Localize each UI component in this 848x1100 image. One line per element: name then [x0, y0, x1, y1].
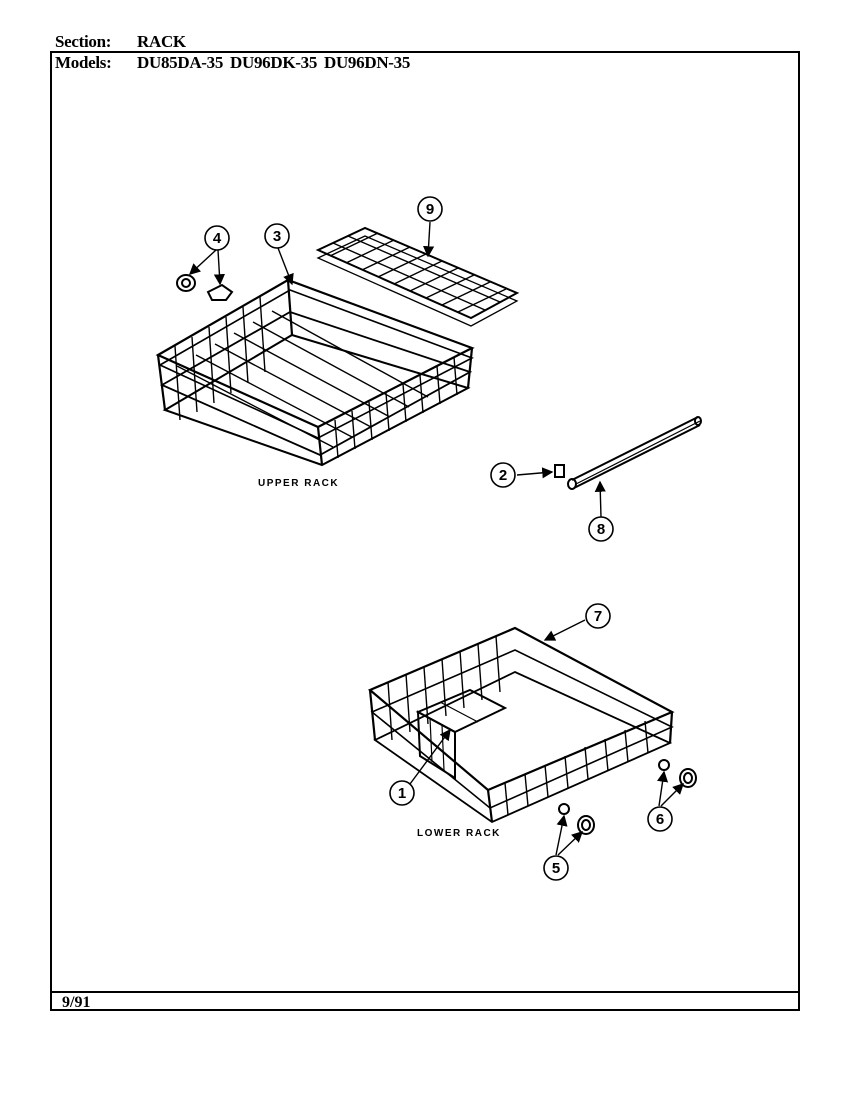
callout-5-circle [543, 855, 569, 881]
section-title: RACK [137, 32, 186, 51]
upper-rack-roller-parts [176, 274, 234, 301]
callout-2-number: 2 [499, 467, 507, 484]
callout-4-circle [204, 225, 230, 251]
callout-9-circle [417, 196, 443, 222]
callout-5-number: 5 [552, 860, 560, 877]
callout-1-number: 1 [398, 785, 406, 802]
callout-3-number: 3 [273, 228, 281, 245]
lower-rack-wheels [558, 759, 697, 835]
callout-2-circle [490, 462, 516, 488]
upper-rack-label: UPPER RACK [258, 478, 339, 489]
callout-6-number: 6 [656, 811, 664, 828]
callout-markers [204, 196, 673, 881]
models-list: DU85DA-35 DU96DK-35 DU96DN-35 [137, 53, 411, 72]
diagram-frame [50, 51, 800, 1011]
rail-and-clip-illustration [554, 416, 702, 490]
callout-6-circle [647, 806, 673, 832]
callout-7-circle [585, 603, 611, 629]
callout-leaders [188, 221, 684, 856]
callout-3-circle [264, 223, 290, 249]
section-label: Section: [55, 32, 112, 51]
callout-4-number: 4 [213, 230, 222, 247]
cup-shelf-illustration [315, 226, 520, 327]
models-label: Models: [55, 53, 112, 72]
upper-rack-illustration [155, 278, 475, 467]
revision-date: 9/91 [62, 994, 91, 1011]
footer-divider [50, 991, 800, 993]
callout-9-number: 9 [426, 201, 434, 218]
callout-1-circle [389, 780, 415, 806]
callout-8-number: 8 [597, 521, 605, 538]
callout-7-number: 7 [594, 608, 602, 625]
lower-rack-illustration [367, 626, 675, 824]
callout-8-circle [588, 516, 614, 542]
lower-rack-label: LOWER RACK [417, 828, 501, 839]
